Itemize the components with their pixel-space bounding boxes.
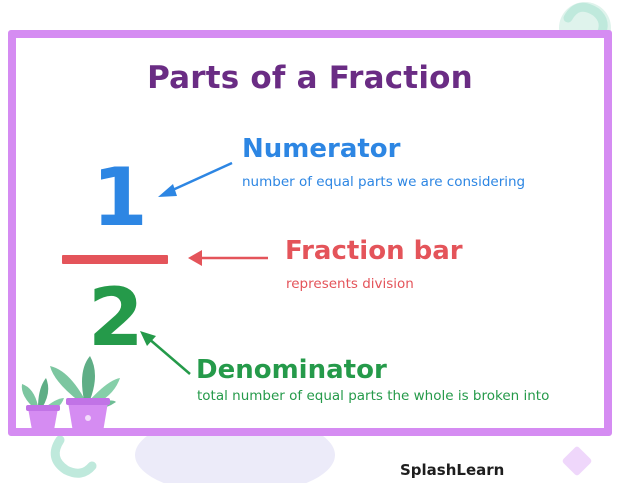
brand-logo: SplashLearn (400, 461, 505, 479)
fraction-bar-description: represents division (286, 276, 414, 292)
small-plant (21, 378, 64, 430)
numerator-arrow (158, 161, 233, 197)
bg-swirl-bottom-left (50, 435, 97, 478)
denominator-term: Denominator (196, 355, 387, 385)
bg-swirl-top-right (563, 2, 608, 41)
page-title: Parts of a Fraction (147, 60, 473, 96)
fraction-bar-term: Fraction bar (285, 236, 463, 266)
numerator-digit: 1 (92, 151, 148, 244)
denominator-arrow (140, 331, 191, 375)
numerator-description: number of equal parts we are considering (242, 174, 526, 190)
denominator-digit: 2 (88, 271, 144, 364)
numerator-term: Numerator (242, 134, 401, 164)
large-plant (50, 356, 120, 432)
fraction-bar-arrow (188, 250, 268, 266)
bg-diamond-bottom-right (562, 446, 592, 476)
denominator-description: total number of equal parts the whole is… (197, 388, 550, 404)
fraction-bar (62, 255, 168, 264)
slide-frame (8, 30, 612, 436)
